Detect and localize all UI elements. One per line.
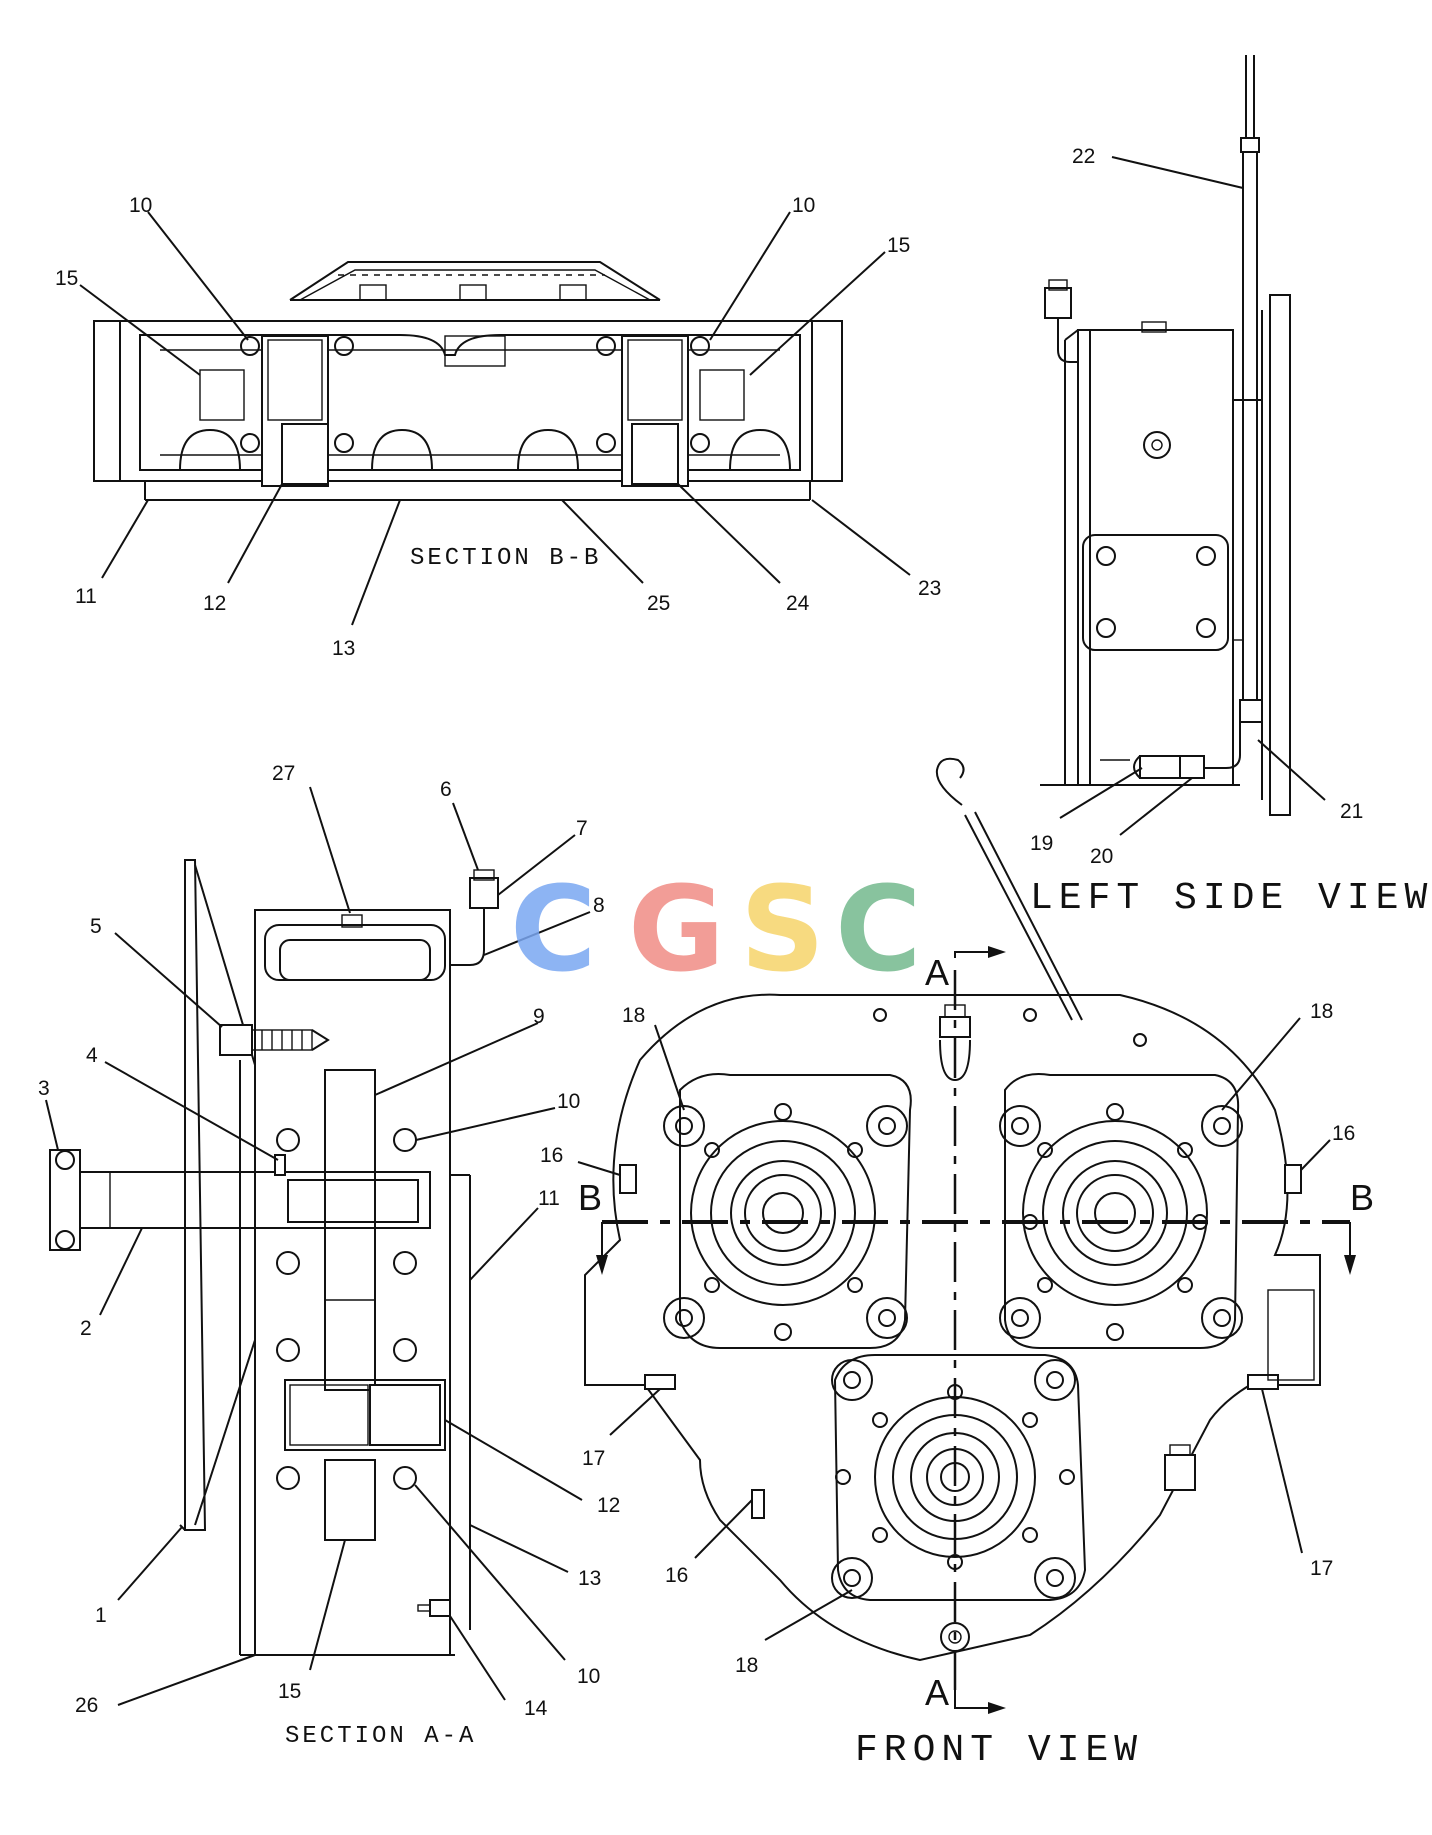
- left-side-title: LEFT SIDE VIEW: [1030, 877, 1432, 920]
- callout-label: 17: [582, 1447, 605, 1470]
- section-b-left-marker: B: [578, 1177, 602, 1218]
- callout-label: 10: [577, 1665, 600, 1688]
- callout-label: 12: [203, 592, 226, 615]
- front-view-title: FRONT VIEW: [855, 1729, 1143, 1772]
- callout-label: 13: [332, 637, 355, 660]
- callout-label: 16: [540, 1144, 563, 1167]
- section-a-bottom-marker: A: [925, 1672, 949, 1713]
- callout-label: 18: [1310, 1000, 1333, 1023]
- section-aa-callouts: 27 6 7 8 5 9 4 10 3 11 2 12 13 1 10 15 1…: [38, 762, 620, 1720]
- section-aa-title: SECTION A-A: [285, 1723, 476, 1750]
- callout-label: 10: [129, 194, 152, 217]
- section-bb-callouts: 10 15 10 15 11 12 13 25 24 23: [55, 194, 941, 660]
- watermark-letter: S: [740, 860, 825, 998]
- front-view-callouts: 18 18 16 16 17 17 16 18: [540, 1000, 1355, 1677]
- callout-label: 14: [524, 1697, 548, 1720]
- callout-label: 26: [75, 1694, 98, 1717]
- watermark-letter: G: [628, 860, 725, 998]
- left-side-callouts: 22 19 20 21: [1030, 145, 1363, 868]
- callout-label: 7: [576, 817, 588, 840]
- callout-label: 6: [440, 778, 452, 801]
- section-aa-view: [49, 859, 499, 1656]
- callout-label: 4: [86, 1044, 98, 1067]
- callout-label: 15: [55, 267, 78, 290]
- watermark-letter: C: [835, 860, 922, 998]
- section-a-top-marker: A: [925, 952, 949, 993]
- callout-label: 15: [887, 234, 910, 257]
- callout-label: 10: [792, 194, 815, 217]
- callout-label: 15: [278, 1680, 301, 1703]
- callout-label: 10: [557, 1090, 580, 1113]
- callout-label: 25: [647, 592, 670, 615]
- callout-label: 16: [665, 1564, 688, 1587]
- callout-label: 13: [578, 1567, 601, 1590]
- callout-label: 16: [1332, 1122, 1355, 1145]
- callout-label: 22: [1072, 145, 1095, 168]
- callout-label: 8: [593, 894, 605, 917]
- callout-label: 12: [597, 1494, 620, 1517]
- callout-label: 9: [533, 1005, 545, 1028]
- front-view: [584, 757, 1321, 1662]
- left-side-view: [1040, 55, 1291, 816]
- callout-label: 23: [918, 577, 941, 600]
- callout-label: 20: [1090, 845, 1113, 868]
- section-bb-title: SECTION B-B: [410, 545, 601, 572]
- watermark-letter: C: [510, 860, 597, 998]
- callout-label: 19: [1030, 832, 1053, 855]
- callout-label: 2: [80, 1317, 92, 1340]
- callout-label: 1: [95, 1604, 107, 1627]
- section-b-right-marker: B: [1350, 1177, 1374, 1218]
- callout-label: 11: [538, 1187, 560, 1210]
- callout-label: 5: [90, 915, 102, 938]
- callout-label: 18: [622, 1004, 645, 1027]
- callout-label: 17: [1310, 1557, 1333, 1580]
- callout-label: 21: [1340, 800, 1363, 823]
- callout-label: 24: [786, 592, 810, 615]
- watermark: C G S C: [510, 860, 922, 998]
- section-bb-view: [93, 261, 843, 501]
- callout-label: 18: [735, 1654, 758, 1677]
- callout-label: 11: [75, 585, 97, 608]
- callout-label: 27: [272, 762, 295, 785]
- section-lines: [596, 946, 1356, 1714]
- callout-label: 3: [38, 1077, 50, 1100]
